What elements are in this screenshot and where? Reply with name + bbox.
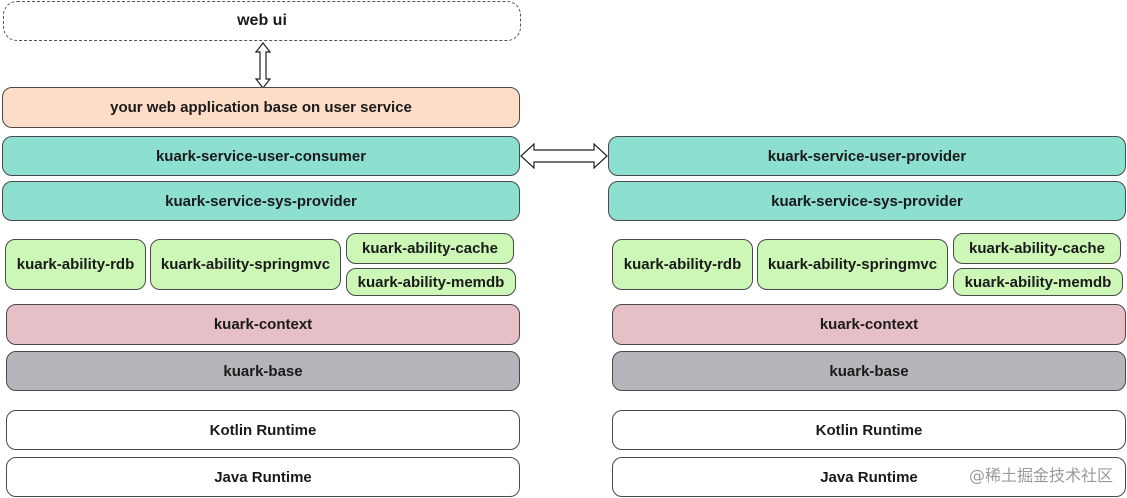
left-ability-memdb-box: kuark-ability-memdb [346,268,516,296]
left-sys-provider-box: kuark-service-sys-provider [2,181,520,221]
right-base-box: kuark-base [612,351,1126,391]
web-ui-box: web ui [3,1,521,41]
user-consumer-box: kuark-service-user-consumer [2,136,520,176]
right-ability-springmvc-box: kuark-ability-springmvc [757,239,948,290]
right-kotlin-runtime-box: Kotlin Runtime [612,410,1126,450]
right-ability-cache-box: kuark-ability-cache [953,233,1121,264]
right-java-runtime-box: Java Runtime [612,457,1126,497]
left-kotlin-runtime-box: Kotlin Runtime [6,410,520,450]
left-base-box: kuark-base [6,351,520,391]
left-ability-springmvc-box: kuark-ability-springmvc [150,239,341,290]
left-ability-rdb-box: kuark-ability-rdb [5,239,146,290]
left-ability-cache-box: kuark-ability-cache [346,233,514,264]
web-ui-to-app-arrow [254,42,272,89]
right-context-box: kuark-context [612,304,1126,345]
watermark-text: @稀土掘金技术社区 [968,466,1113,485]
right-ability-rdb-box: kuark-ability-rdb [612,239,753,290]
web-application-box: your web application base on user servic… [2,87,520,128]
right-sys-provider-box: kuark-service-sys-provider [608,181,1126,221]
left-java-runtime-box: Java Runtime [6,457,520,497]
right-ability-memdb-box: kuark-ability-memdb [953,268,1123,296]
user-provider-box: kuark-service-user-provider [608,136,1126,176]
left-context-box: kuark-context [6,304,520,345]
consumer-provider-arrow [520,142,608,170]
